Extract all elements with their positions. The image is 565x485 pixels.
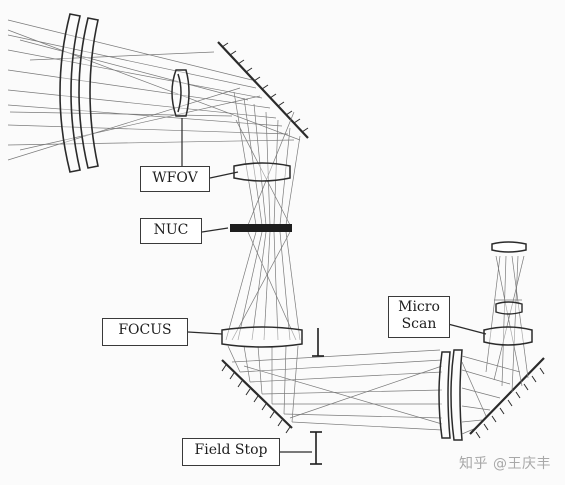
fold-mirror-right <box>469 357 545 439</box>
aperture-stop-marker <box>312 328 324 357</box>
relay-lens-right <box>438 349 463 441</box>
nuc-label: NUC <box>140 218 202 244</box>
detector-lens <box>495 301 523 315</box>
fold-mirror-lower <box>221 359 293 434</box>
front-objective-lens <box>59 13 99 173</box>
field-stop-label: Field Stop <box>182 438 280 466</box>
micro-scan-label-line2: Scan <box>401 316 437 332</box>
nuc-flag <box>230 224 292 232</box>
wfov-label: WFOV <box>140 166 210 192</box>
horizontal-ray-bundle <box>231 349 443 431</box>
micro-scan-label-line1: Micro <box>398 299 440 315</box>
detector-ray-bundle <box>485 255 529 393</box>
fold-mirror-upper <box>217 41 309 139</box>
watermark: 知乎 @王庆丰 <box>459 456 551 472</box>
relay-lens-upper <box>233 162 291 182</box>
wfov-lens <box>171 69 190 117</box>
focus-lens <box>221 326 303 348</box>
relay-ray-bundle <box>461 355 521 435</box>
micro-scan-label: Micro Scan <box>388 296 450 338</box>
detector-window <box>491 241 527 253</box>
micro-scan-lens <box>483 326 533 346</box>
leader-lines <box>181 118 487 453</box>
field-stop-marker <box>310 431 322 465</box>
input-ray-bundle <box>7 19 301 161</box>
focus-label: FOCUS <box>102 318 188 346</box>
vertical-ray-bundle <box>225 91 301 423</box>
